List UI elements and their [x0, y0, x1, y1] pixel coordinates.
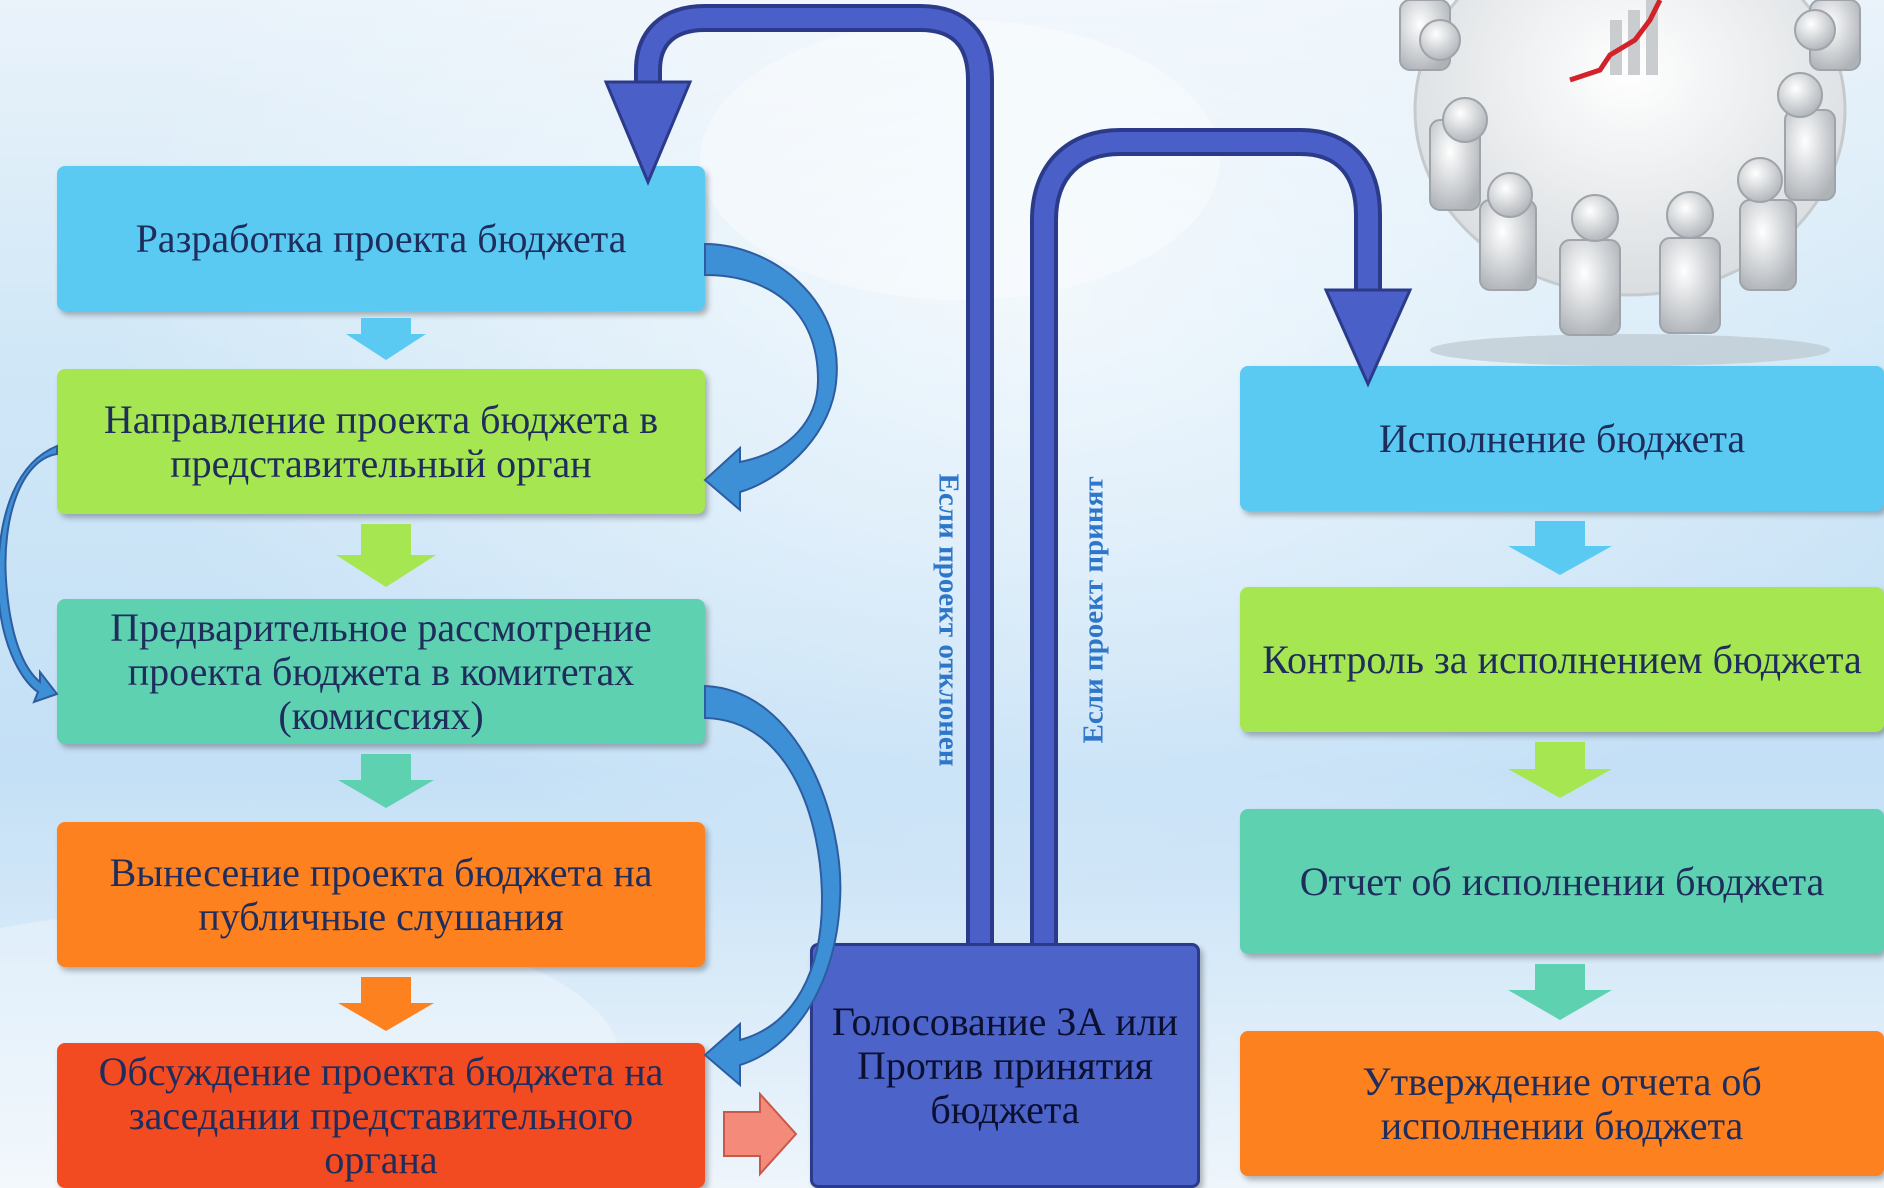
- council-discussion-text: Обсуждение проекта бюджета на заседании …: [98, 1048, 664, 1182]
- public-hearings-box: Вынесение проекта бюджета на публичные с…: [57, 822, 705, 967]
- vote-box: Голосование ЗА или Против принятия бюдже…: [810, 943, 1200, 1188]
- submission-to-council-box: Направление проекта бюджета в представит…: [57, 369, 705, 514]
- budget-drafting-text: Разработка проекта бюджета: [135, 215, 627, 261]
- execution-report-text: Отчет об исполнении бюджета: [1299, 858, 1825, 904]
- report-approval-text: Утверждение отчета об исполнении бюджета: [1362, 1058, 1762, 1148]
- rejected-label: Если проект отклонен: [932, 473, 965, 767]
- round-table-meeting-with-chart-icon: [1399, 0, 1861, 366]
- budget-drafting-box: Разработка проекта бюджета: [57, 166, 705, 311]
- accepted-label: Если проект принят: [1077, 476, 1110, 744]
- budget-execution-text: Исполнение бюджета: [1378, 415, 1746, 461]
- execution-control-text: Контроль за исполнением бюджета: [1262, 636, 1862, 682]
- vote-text: Голосование ЗА или Против принятия бюдже…: [831, 998, 1179, 1132]
- report-approval-box: Утверждение отчета об исполнении бюджета: [1240, 1031, 1884, 1176]
- rising-chart-icon: [1569, 0, 1663, 83]
- committee-review-box: Предварительное рассмотрение проекта бюд…: [57, 599, 705, 744]
- council-discussion-box: Обсуждение проекта бюджета на заседании …: [57, 1043, 705, 1188]
- submission-to-council-text: Направление проекта бюджета в представит…: [103, 396, 659, 486]
- public-hearings-text: Вынесение проекта бюджета на публичные с…: [109, 849, 653, 939]
- execution-report-box: Отчет об исполнении бюджета: [1240, 809, 1884, 954]
- budget-execution-box: Исполнение бюджета: [1240, 366, 1884, 511]
- execution-control-box: Контроль за исполнением бюджета: [1240, 587, 1884, 732]
- committee-review-text: Предварительное рассмотрение проекта бюд…: [110, 604, 652, 738]
